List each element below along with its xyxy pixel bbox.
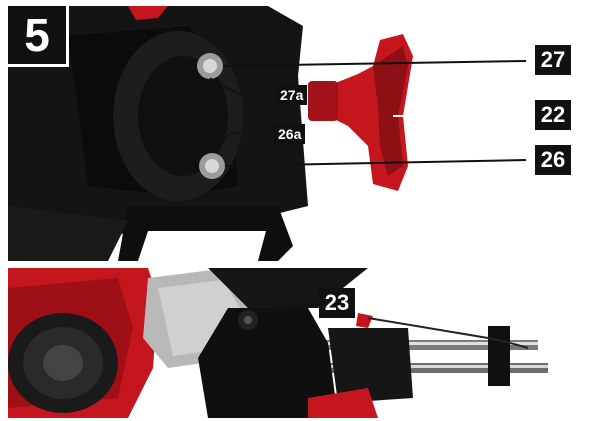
callout-label-22: 22 [535,100,571,130]
step-number-badge: 5 [8,6,69,67]
callout-label-26a: 26a [274,124,306,144]
callout-label-27a: 27a [276,85,308,105]
callout-label-26: 26 [535,145,571,175]
photo-rail-assembly [8,268,589,418]
callout-label-23: 23 [319,288,355,318]
callout-label-27: 27 [535,45,571,75]
